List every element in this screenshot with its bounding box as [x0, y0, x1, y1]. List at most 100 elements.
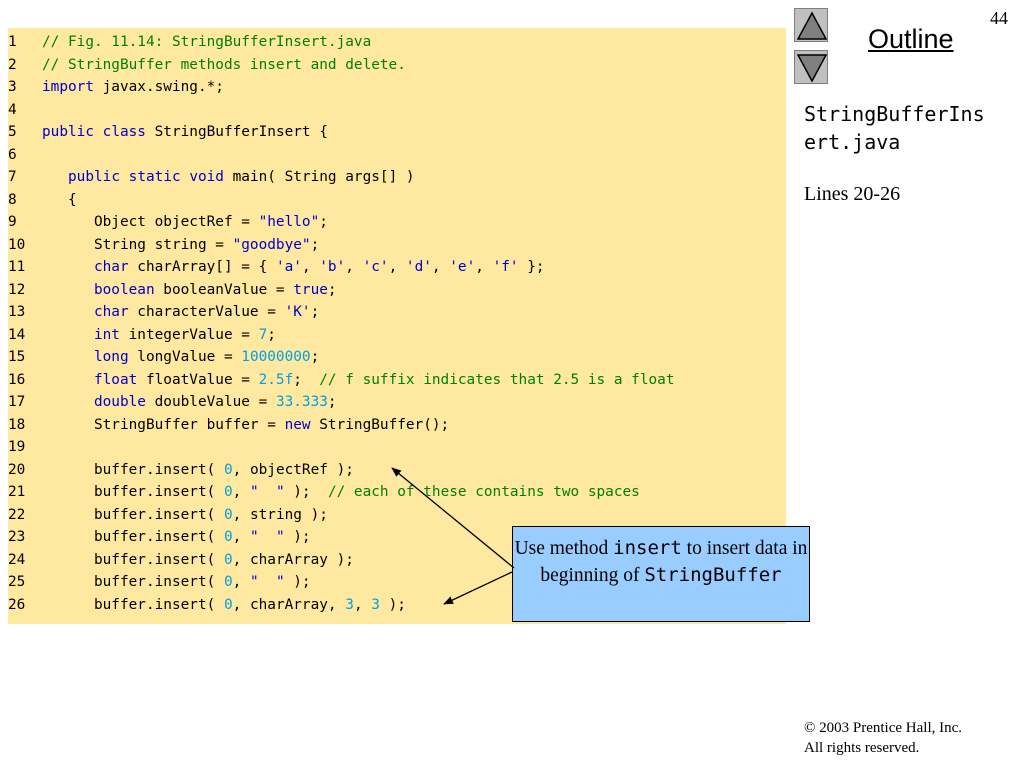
line-number: 26: [8, 596, 26, 613]
code-token: [120, 169, 129, 185]
code-token: [42, 349, 94, 365]
line-number: 11: [8, 259, 26, 275]
line-number: 10: [8, 236, 26, 253]
code-token: class: [102, 124, 146, 140]
line-number: 19: [8, 439, 26, 455]
code-token: StringBuffer();: [310, 416, 450, 433]
line-number: 21: [8, 484, 26, 500]
code-text: double doubleValue = 33.333;: [42, 391, 337, 413]
code-token: // each of these contains two spaces: [327, 484, 640, 500]
code-token: integerValue =: [119, 326, 259, 343]
code-token: import: [42, 79, 94, 95]
line-number: 9: [8, 214, 17, 230]
code-line: 12 boolean booleanValue = true;: [8, 279, 786, 301]
code-token: ;: [319, 214, 328, 230]
code-line: 5 public class StringBufferInsert {: [8, 121, 786, 143]
code-token: // f suffix indicates that 2.5 is a floa…: [319, 371, 675, 388]
code-token: char: [93, 259, 129, 275]
code-token: buffer.insert(: [42, 484, 224, 500]
outline-link[interactable]: Outline: [868, 24, 954, 54]
code-token: 0: [223, 484, 233, 500]
code-token: buffer.insert(: [42, 529, 224, 545]
code-token: 0: [223, 461, 233, 478]
code-token: 33.333: [275, 394, 328, 410]
code-token: 'b': [319, 259, 346, 275]
code-token: ,: [475, 259, 493, 275]
code-line: 25 buffer.insert( 0, " " );: [8, 571, 786, 593]
code-token: ,: [301, 259, 320, 275]
callout-box: Use method insert to insert data in begi…: [512, 526, 810, 622]
code-token: 'f': [492, 259, 519, 275]
code-line: 19: [8, 436, 786, 458]
code-token: );: [284, 574, 311, 590]
code-text: Object objectRef = "hello";: [42, 211, 328, 233]
code-text: buffer.insert( 0, " " );: [42, 526, 311, 548]
code-token: [42, 169, 68, 185]
code-token: // Fig. 11.14: StringBufferInsert.java: [42, 34, 372, 50]
code-token: , charArray );: [232, 551, 354, 568]
code-line: 20 buffer.insert( 0, objectRef );: [8, 459, 786, 481]
code-token: [42, 372, 94, 388]
code-token: char: [93, 304, 129, 320]
lines-label: Lines 20-26: [804, 183, 901, 205]
code-text: boolean booleanValue = true;: [42, 279, 337, 301]
triangle-up-icon: [796, 11, 828, 40]
code-token: public: [68, 169, 120, 185]
code-token: static: [128, 169, 181, 185]
code-text: StringBuffer buffer = new StringBuffer()…: [42, 414, 449, 436]
code-token: long: [93, 349, 129, 365]
previous-slide-button[interactable]: [794, 8, 828, 42]
line-number: 12: [8, 281, 26, 298]
code-line: 7 public static void main( String args[]…: [8, 166, 786, 188]
code-text: // Fig. 11.14: StringBufferInsert.java: [42, 31, 371, 53]
code-token: );: [284, 484, 328, 500]
code-token: [42, 282, 94, 298]
code-token: 7: [258, 326, 268, 343]
line-number: 15: [8, 349, 26, 365]
code-token: 3: [371, 596, 380, 613]
code-token: doubleValue =: [145, 394, 276, 410]
code-token: main( String args[] ): [223, 169, 415, 185]
code-token: ,: [388, 259, 406, 275]
code-token: floatValue =: [137, 371, 259, 388]
code-token: 'c': [362, 259, 389, 275]
code-token: , string );: [232, 506, 328, 523]
code-token: Object objectRef =: [42, 214, 259, 230]
code-text: buffer.insert( 0, string );: [42, 504, 328, 526]
code-token: String string =: [42, 236, 233, 253]
code-text: buffer.insert( 0, " " );: [42, 571, 311, 593]
code-line: 24 buffer.insert( 0, charArray );: [8, 549, 786, 571]
code-line: 1// Fig. 11.14: StringBufferInsert.java: [8, 31, 786, 53]
code-token: boolean: [93, 281, 155, 298]
code-token: javax.swing.*;: [93, 79, 224, 95]
file-name: StringBufferIns ert.java: [804, 102, 985, 154]
next-slide-button[interactable]: [794, 50, 828, 84]
code-token: // StringBuffer methods insert and delet…: [42, 56, 406, 73]
code-token: "hello": [258, 214, 320, 230]
code-token: characterValue =: [128, 304, 285, 320]
line-number: 5: [8, 124, 17, 140]
code-token: ;: [310, 304, 320, 320]
code-line: 11 char charArray[] = { 'a', 'b', 'c', '…: [8, 256, 786, 278]
line-number: 4: [8, 101, 17, 118]
code-text: float floatValue = 2.5f; // f suffix ind…: [42, 369, 675, 391]
code-text: public class StringBufferInsert {: [42, 121, 328, 143]
code-line: 9 Object objectRef = "hello";: [8, 211, 786, 233]
line-number: 23: [8, 529, 26, 545]
code-token: void: [189, 169, 224, 185]
code-text: long longValue = 10000000;: [42, 346, 319, 368]
code-token: 'K': [284, 304, 311, 320]
callout-text-before: Use method: [514, 538, 614, 559]
code-line: 23 buffer.insert( 0, " " );: [8, 526, 786, 548]
code-token: " ": [249, 529, 285, 545]
callout-text-middle: to insert data in beginning of: [540, 538, 808, 586]
line-number: 20: [8, 461, 26, 478]
line-number: 8: [8, 191, 17, 208]
code-token: charArray[] = {: [128, 259, 276, 275]
code-token: ,: [353, 596, 372, 613]
code-line: 6: [8, 144, 786, 166]
code-token: StringBufferInsert {: [145, 124, 328, 140]
code-token: [42, 327, 94, 343]
code-line: 2// StringBuffer methods insert and dele…: [8, 54, 786, 76]
